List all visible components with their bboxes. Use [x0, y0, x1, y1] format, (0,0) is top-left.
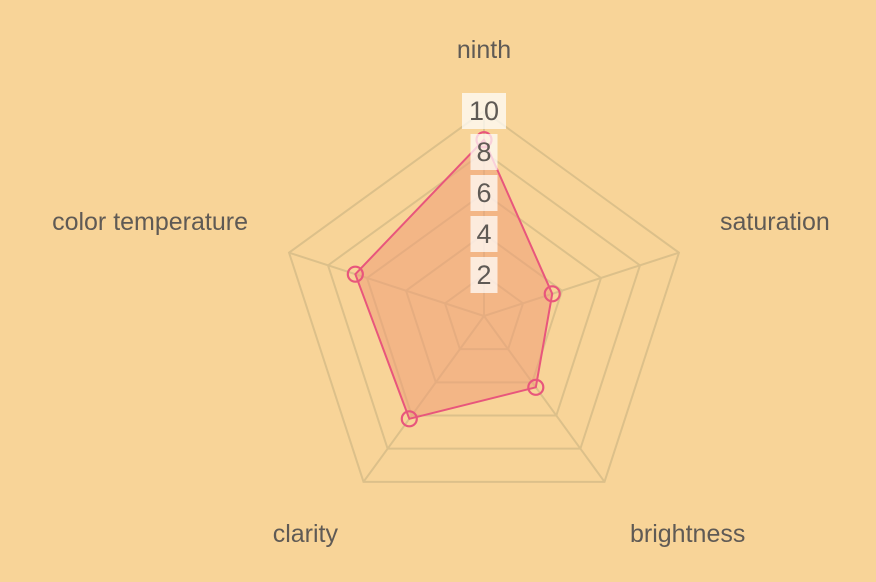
data-point-brightness[interactable] [527, 378, 545, 396]
series-line [354, 138, 554, 420]
indicator-label-brightness: brightness [630, 520, 745, 548]
tick-label-10: 10 [469, 96, 499, 126]
series-area [355, 139, 553, 419]
grid-ring-5 [287, 109, 681, 483]
tick-bg-4 [470, 216, 498, 252]
data-point-color-temperature[interactable] [346, 265, 364, 283]
tick-label-4: 4 [476, 219, 491, 249]
indicator-label-saturation: saturation [720, 208, 830, 236]
tick-bg-6 [470, 175, 498, 211]
data-point-clarity[interactable] [400, 410, 418, 428]
tick-bg-10 [462, 93, 506, 129]
indicator-label-clarity: clarity [273, 520, 339, 548]
tick-label-8: 8 [476, 137, 491, 167]
tick-bg-2 [470, 257, 498, 293]
data-point-saturation[interactable] [543, 285, 561, 303]
indicator-label-color-temperature: color temperature [52, 208, 248, 236]
indicator-labels: ninth saturation brightness clarity color te… [52, 36, 830, 548]
tick-bg-8 [470, 134, 498, 170]
tick-label-6: 6 [476, 178, 491, 208]
radial-axis-ticks: 2 4 6 8 10 [462, 93, 506, 293]
tick-label-2: 2 [476, 260, 491, 290]
grid-ring-4 [326, 150, 642, 450]
indicator-label-ninth: ninth [457, 36, 511, 64]
radar-series [346, 131, 561, 428]
